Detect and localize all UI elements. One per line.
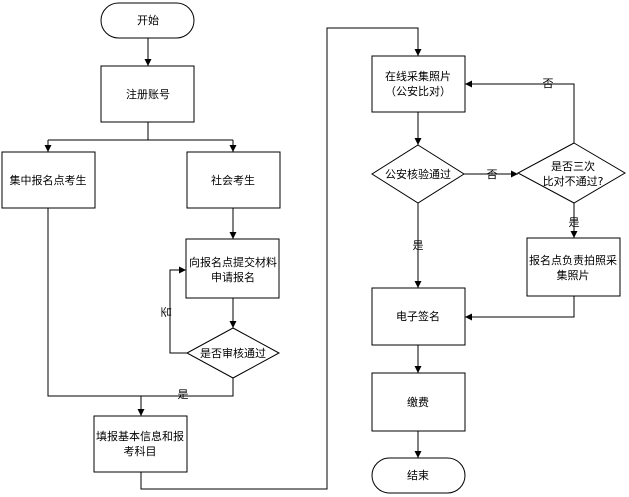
label-review-yes: 是 (178, 388, 189, 401)
node-pay: 缴费 (371, 372, 466, 432)
node-review-label: 是否审核通过 (200, 346, 266, 360)
edge-review-no (169, 266, 187, 354)
node-review: 是否审核通过 (185, 327, 281, 379)
node-three-times: 是否三次 比对不通过? (516, 142, 626, 204)
node-three-times-label-1: 是否三次 (551, 159, 595, 173)
node-police-check: 公安核验通过 (371, 144, 465, 204)
node-fill-label-2: 考科目 (124, 444, 157, 458)
node-social-label: 社会考生 (211, 173, 255, 187)
node-capture-label-1: 在线采集照片 (385, 69, 451, 83)
node-site-photo-label-2: 集照片 (557, 268, 590, 282)
edge-photo-sign (465, 296, 575, 321)
node-sign: 电子签名 (371, 287, 466, 346)
label-police-no: 否 (487, 168, 498, 181)
edge-review-yes (141, 378, 234, 397)
node-submit-label-2: 申请报名 (211, 270, 255, 284)
node-three-times-label-2: 比对不通过? (543, 174, 604, 188)
node-capture-label-2: （公安比对） (385, 84, 451, 98)
label-three-yes: 是 (569, 216, 580, 229)
node-start: 开始 (100, 2, 195, 39)
node-sign-label: 电子签名 (396, 309, 440, 323)
node-end: 结束 (371, 457, 466, 494)
node-police-check-label: 公安核验通过 (385, 167, 451, 181)
node-submit: 向报名点提交材料 申请报名 (185, 238, 280, 299)
node-end-label: 结束 (407, 469, 429, 482)
edge-group-fill (47, 208, 141, 397)
node-fill-label-1: 填报基本信息和报 (96, 429, 184, 443)
node-register: 注册账号 (100, 65, 195, 123)
label-police-yes: 是 (413, 239, 424, 252)
label-three-no: 否 (543, 77, 554, 90)
node-register-label: 注册账号 (126, 87, 170, 101)
node-social: 社会考生 (186, 151, 281, 209)
node-start-label: 开始 (137, 13, 159, 27)
node-submit-label-1: 向报名点提交材料 (189, 255, 277, 269)
node-group-register: 集中报名点考生 (1, 151, 96, 209)
edge-three-no (465, 80, 575, 143)
node-site-photo: 报名点负责拍照采 集照片 (526, 237, 621, 297)
edges (44, 27, 578, 490)
node-group-register-label: 集中报名点考生 (10, 173, 87, 187)
node-capture: 在线采集照片 （公安比对） (371, 55, 466, 113)
edge-fill-capture (140, 27, 422, 490)
node-pay-label: 缴费 (407, 395, 429, 409)
node-fill: 填报基本信息和报 考科目 (93, 415, 188, 473)
node-site-photo-label-1: 报名点负责拍照采 (529, 253, 617, 267)
edge-labels: 否 是 是 否 否 是 (160, 77, 580, 401)
label-review-no: 否 (160, 307, 173, 318)
